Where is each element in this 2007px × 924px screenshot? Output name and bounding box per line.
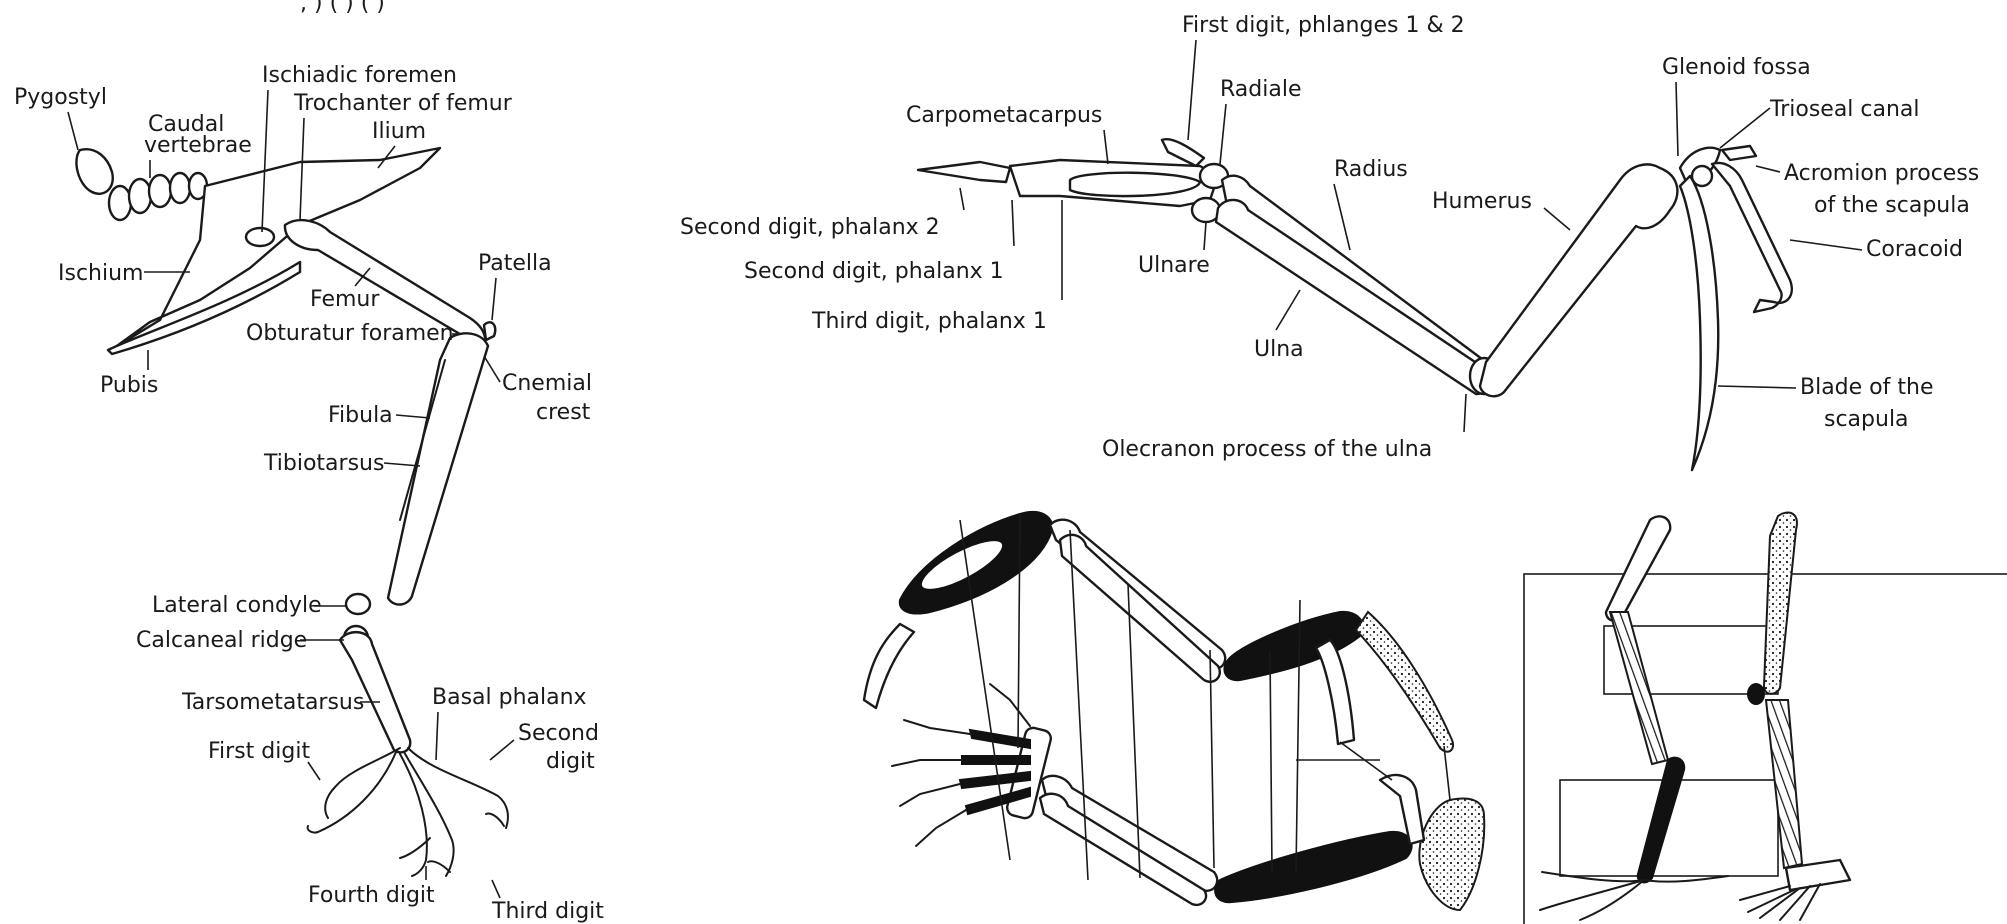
label-third-digit: Third digit	[491, 899, 604, 924]
label-patella: Patella	[478, 251, 552, 276]
label-vertebrae: vertebrae	[144, 133, 252, 158]
label-crest: crest	[536, 400, 591, 425]
label-radius: Radius	[1334, 157, 1408, 182]
label-tarsometatarsus: Tarsometatarsus	[181, 690, 364, 715]
label-coracoid: Coracoid	[1866, 237, 1963, 262]
label-ulna: Ulna	[1254, 337, 1304, 362]
label-second-digit-phalanx-2: Second digit, phalanx 2	[680, 215, 940, 240]
label-third-digit-phalanx-1: Third digit, phalanx 1	[811, 309, 1047, 334]
header-fragment: , ) ( ) ( )	[300, 0, 385, 16]
label-digit: digit	[546, 749, 595, 774]
label-fourth-digit: Fourth digit	[308, 883, 435, 908]
label-carpometacarpus: Carpometacarpus	[906, 103, 1102, 128]
label-ilium: Ilium	[372, 119, 426, 144]
label-calcaneal-ridge: Calcaneal ridge	[136, 628, 307, 653]
label-of-the-scapula: of the scapula	[1814, 193, 1970, 218]
label-acromion-process: Acromion process	[1784, 161, 1979, 186]
label-pubis: Pubis	[100, 373, 158, 398]
label-ischiadic-foremen: Ischiadic foremen	[262, 63, 457, 88]
label-obturatur-foramen: Obturatur foramen	[246, 321, 454, 346]
leg-comparison-illustration	[1524, 512, 2007, 924]
label-ischium: Ischium	[58, 261, 143, 286]
label-trochanter-of-femur: Trochanter of femur	[293, 91, 513, 116]
wing-skeleton-illustration	[918, 139, 1792, 470]
label-lateral-condyle: Lateral condyle	[152, 593, 322, 618]
label-first-digit: First digit	[208, 739, 310, 764]
label-trioseal-canal: Trioseal canal	[1769, 97, 1920, 122]
label-fibula: Fibula	[328, 403, 393, 428]
label-first-digit-phalanges: First digit, phlanges 1 & 2	[1182, 13, 1465, 38]
label-femur: Femur	[310, 287, 380, 312]
label-pygostyl: Pygostyl	[14, 85, 107, 110]
leg-skeleton-illustration	[76, 148, 508, 876]
label-blade-of-the: Blade of the	[1800, 375, 1933, 400]
wing-arm-comparison-illustration	[864, 512, 1484, 910]
label-scapula: scapula	[1824, 407, 1909, 432]
label-second: Second	[518, 721, 599, 746]
label-second-digit-phalanx-1: Second digit, phalanx 1	[744, 259, 1004, 284]
label-cnemial: Cnemial	[502, 371, 592, 396]
label-glenoid-fossa: Glenoid fossa	[1662, 55, 1811, 80]
label-basal-phalanx: Basal phalanx	[432, 685, 587, 710]
label-tibiotarsus: Tibiotarsus	[263, 451, 384, 476]
label-humerus: Humerus	[1432, 189, 1532, 214]
wing-labels: First digit, phlanges 1 & 2 Carpometacar…	[680, 13, 1979, 462]
label-olecranon-process: Olecranon process of the ulna	[1102, 437, 1432, 462]
label-radiale: Radiale	[1220, 77, 1302, 102]
label-ulnare: Ulnare	[1138, 253, 1210, 278]
